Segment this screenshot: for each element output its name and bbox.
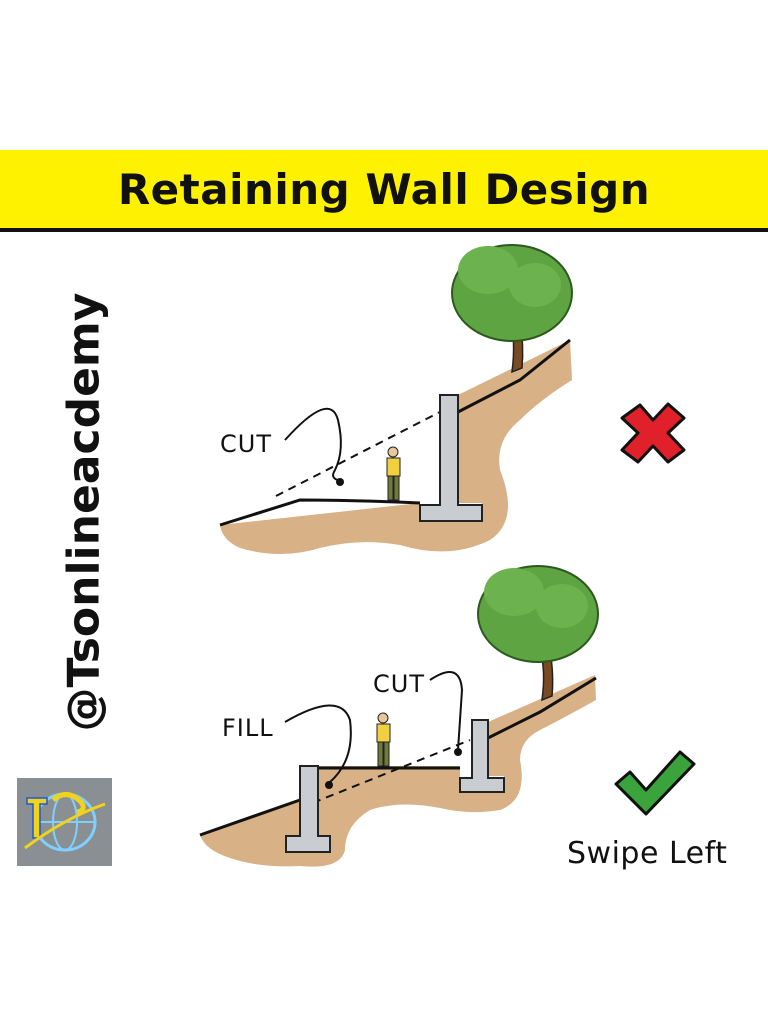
red-cross-icon	[620, 402, 686, 464]
tree-correct	[477, 565, 599, 702]
wrong-design-diagram: CUT	[219, 244, 573, 554]
label-cut-correct: CUT	[373, 670, 425, 698]
page-title: Retaining Wall Design	[117, 164, 651, 214]
swipe-left-hint: Swipe Left	[567, 836, 728, 871]
label-fill: FILL	[222, 714, 274, 742]
retaining-wall-fill-side	[285, 765, 331, 853]
soil-correct	[200, 675, 596, 867]
title-banner: Retaining Wall Design	[0, 150, 768, 232]
correct-design-diagram: FILL CUT	[199, 565, 599, 867]
person-figure-wrong	[386, 446, 401, 501]
green-check-icon	[614, 750, 696, 816]
online-academy-logo-icon	[17, 778, 112, 866]
tree-wrong	[451, 244, 573, 374]
soil-wrong	[220, 340, 572, 554]
academy-logo	[17, 778, 112, 866]
retaining-wall-cut-side	[459, 719, 505, 793]
person-figure-correct	[376, 712, 391, 767]
retaining-wall-wrong	[419, 394, 483, 522]
label-cut-wrong: CUT	[220, 430, 272, 458]
